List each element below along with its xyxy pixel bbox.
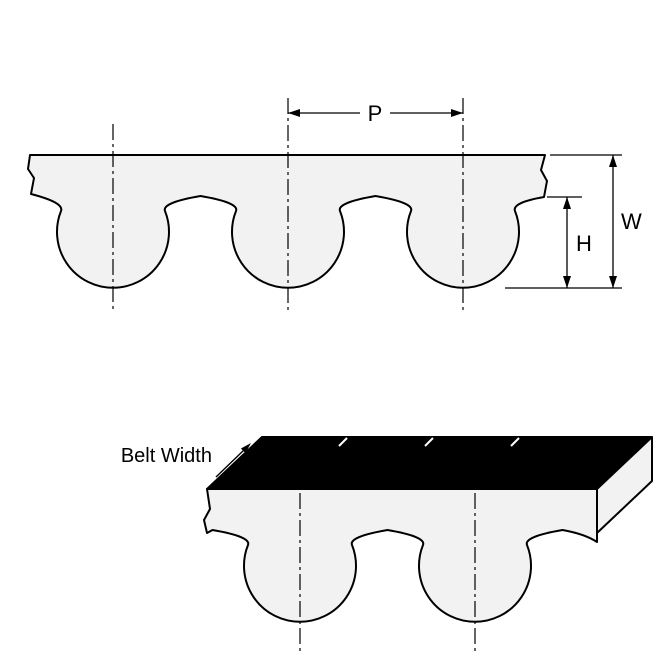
- w-arrowhead-top-icon: [609, 155, 617, 167]
- belt-top-face: [206, 436, 653, 490]
- p-arrowhead-left-icon: [288, 109, 300, 117]
- tooth-tick-3: [510, 437, 520, 447]
- dimension-w: W: [505, 154, 642, 289]
- dimension-h: H: [547, 196, 592, 288]
- tooth-height-label: H: [576, 231, 592, 256]
- isometric-view: Belt Width: [121, 436, 653, 652]
- p-arrowhead-right-icon: [451, 109, 463, 117]
- tooth-tick-1: [338, 437, 348, 447]
- tooth-tick-2: [424, 437, 434, 447]
- h-arrowhead-bottom-icon: [563, 276, 571, 288]
- belt-width-label: Belt Width: [121, 445, 212, 467]
- overall-width-label: W: [621, 209, 642, 234]
- belt-width-arrow-line: [215, 449, 245, 478]
- dimension-p: P: [288, 101, 463, 126]
- profile-view: P W H: [27, 98, 642, 312]
- h-arrowhead-top-icon: [563, 197, 571, 209]
- w-arrowhead-bottom-icon: [609, 276, 617, 288]
- belt-front-face: [203, 488, 598, 623]
- top-face-tooth-ticks: [338, 437, 520, 447]
- belt-width-arrowhead-icon: [240, 443, 251, 454]
- belt-width-callout: Belt Width: [121, 443, 251, 478]
- pitch-label: P: [368, 101, 383, 126]
- belt-end-face: [596, 436, 653, 534]
